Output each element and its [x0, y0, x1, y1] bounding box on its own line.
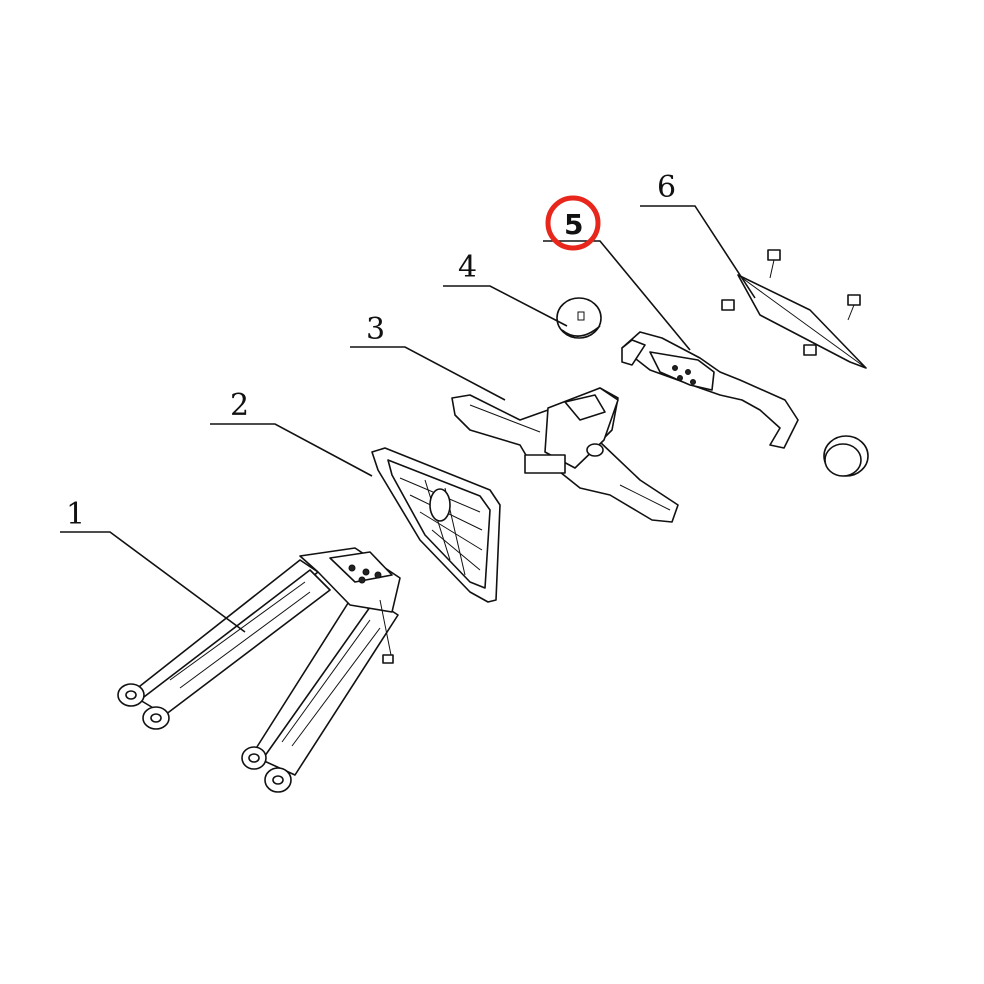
part-2-inner-fender [371, 447, 501, 603]
callout-label-6: 6 [657, 170, 676, 205]
callout-3: 3 [366, 312, 385, 347]
nut-icon [803, 344, 817, 356]
callout-1: 1 [66, 497, 85, 532]
callout-6: 6 [657, 170, 676, 205]
callout-label-2: 2 [230, 388, 249, 423]
callout-label-3: 3 [366, 312, 385, 347]
callout-label-4: 4 [458, 250, 477, 285]
callout-label-5: 5 [564, 208, 583, 241]
callout-leaders [60, 205, 756, 633]
part-4-cap [556, 297, 602, 339]
nut-icon [721, 299, 735, 311]
callout-2: 2 [230, 388, 249, 423]
callout-4: 4 [458, 250, 477, 285]
bolt-icon [767, 249, 781, 279]
callout-5: 5 [545, 195, 601, 251]
part-1-swing-arm [117, 547, 401, 793]
highlight-ring [545, 195, 601, 251]
callout-label-1: 1 [66, 497, 85, 532]
part-5-plate-bracket [621, 331, 799, 449]
round-reflector [823, 435, 869, 477]
bolt-icon [847, 294, 861, 321]
part-6-plate-and-bolts [721, 249, 867, 369]
part-3-rear-bracket [451, 387, 679, 523]
